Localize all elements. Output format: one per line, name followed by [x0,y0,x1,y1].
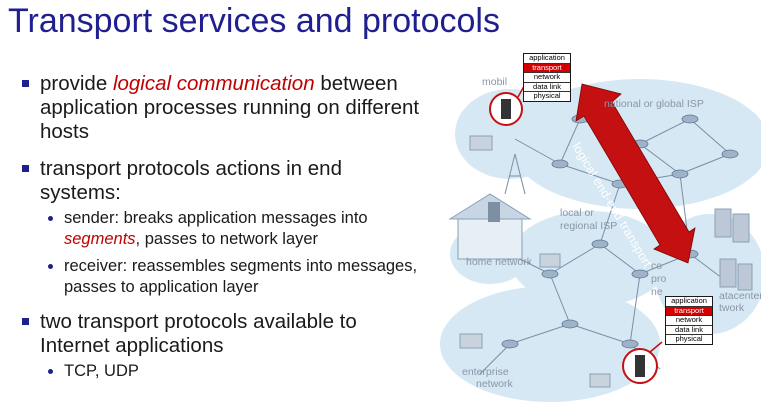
bullet-dot-icon [48,216,53,221]
sub-bullet-tcp-udp: TCP, UDP [22,361,422,382]
bullet-text: transport protocols actions in end syste… [40,157,342,204]
bullet-text: between application processes running on… [40,72,420,143]
bullet-logical-communication: provide logical communication between ap… [22,72,422,144]
bullet-text: two transport protocols available to Int… [40,310,357,357]
bullet-text: , passes to network layer [135,230,319,248]
slide-title: Transport services and protocols [8,2,500,40]
source-protocol-stack: application transport network data link … [523,53,571,102]
bullet-dot-icon [48,369,53,374]
layer-data-link: data link [666,324,712,335]
mobile-network-label: mobil [482,76,508,88]
layer-physical: physical [524,91,570,101]
layer-transport: transport [524,62,570,72]
network-diagram: mobil national or global ISP local or re… [440,44,761,412]
content-provider-label-line2: pro [651,273,667,285]
bullet-dot-icon [48,264,53,269]
sub-bullet-receiver: receiver: reassembles segments into mess… [22,256,422,298]
sub-bullet-sender: sender: breaks application messages into… [22,208,422,250]
bullet-square-icon [22,80,29,87]
layer-application: application [529,53,565,62]
bullet-text: receiver: reassembles segments into mess… [64,257,418,296]
dest-host-callout [622,341,663,384]
regional-isp-label-line2: regional ISP [560,220,618,232]
bullet-text: provide [40,72,113,95]
emphasis-text: segments [64,230,136,248]
bullet-text: sender: breaks application messages into [64,209,368,227]
layer-transport: transport [666,305,712,315]
emphasis-text: logical communication [112,72,315,95]
regional-isp-label-line1: local or [560,207,594,219]
home-network-house-icon [448,193,532,260]
home-network-label: home network [466,256,532,268]
layer-physical: physical [666,334,712,344]
national-isp-label: national or global ISP [604,98,704,110]
layer-network: network [524,72,570,82]
layer-network: network [666,315,712,325]
layer-application: application [671,296,707,305]
server-rack-icons [714,208,753,291]
datacenter-label-line2: twork [719,302,745,314]
enterprise-network-label-line2: network [476,378,513,390]
source-host-callout [489,78,529,126]
cell-tower-icon [504,153,526,195]
content-provider-label-line1: co [651,260,663,272]
bullet-square-icon [22,165,29,172]
bullet-list: provide logical communication between ap… [22,72,422,388]
router-icons [501,114,739,349]
bullet-end-systems: transport protocols actions in end syste… [22,157,422,205]
datacenter-label-line1: atacenter [719,290,761,302]
content-provider-label-line3: ne [651,286,663,298]
dest-protocol-stack: application transport network data link … [665,296,713,345]
enterprise-network-label-line1: enterprise [462,366,509,378]
laptop-icons [459,135,611,388]
bullet-square-icon [22,318,29,325]
bullet-two-protocols: two transport protocols available to Int… [22,310,422,358]
layer-data-link: data link [524,81,570,92]
bullet-text: TCP, UDP [64,362,139,380]
logical-transport-arrow [575,83,696,264]
